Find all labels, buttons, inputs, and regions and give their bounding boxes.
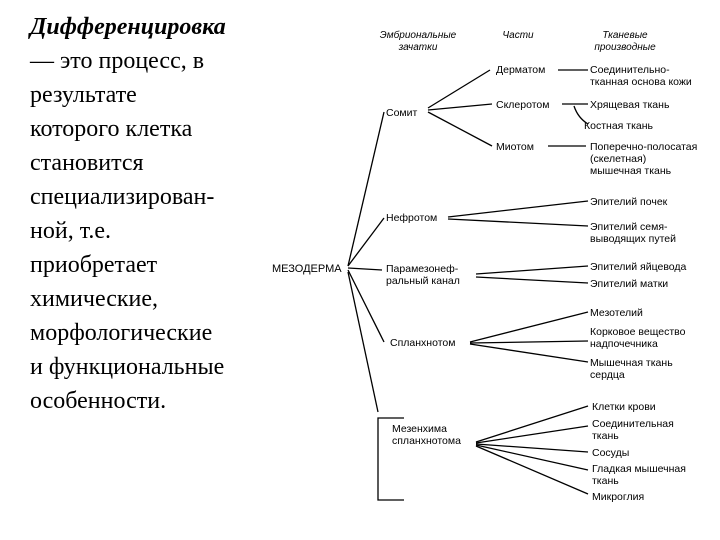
node-paramesonephric-duct: Парамезонеф- (386, 263, 459, 275)
edge-nephrotome-kidney (447, 200, 589, 218)
derivative-adrenal-cortex: надпочечника (590, 338, 658, 350)
header-tissue-derivatives: производные (594, 42, 656, 53)
edge-mesoderm-somite (347, 111, 385, 267)
edge-paramesonephric-uterus (475, 276, 589, 284)
definition-term: Дифференцировка (30, 14, 226, 40)
edge-splanchnotome-heart (469, 343, 589, 363)
node-paramesonephric-duct: ральный канал (386, 275, 460, 287)
definition-text: Дифференцировка — это процесс, в результ… (30, 10, 292, 418)
definition-line: результате (30, 82, 137, 108)
derivative-connective-tissue: Соединительная (592, 418, 674, 430)
definition-line: которого клетка (30, 116, 193, 142)
derivative-vessels: Сосуды (592, 447, 629, 459)
node-splanchnotome: Спланхнотом (390, 337, 455, 349)
node-sclerotome: Склеротом (496, 99, 549, 111)
edge-mesoderm-paramesonephric (347, 267, 383, 271)
edge-nephrotome-ducts (447, 218, 589, 227)
derivative-cartilage: Хрящевая ткань (590, 99, 670, 111)
definition-line: специализирован- (30, 184, 215, 210)
derivative-kidney-epithelium: Эпителий почек (590, 196, 668, 208)
edge-mesenchyme-connective (475, 425, 589, 444)
edge-splanchnotome-mesothelium (469, 311, 589, 343)
definition-line: и функциональные (30, 354, 225, 380)
header-parts: Части (502, 30, 534, 41)
node-mesoderm: МЕЗОДЕРМА (272, 263, 342, 275)
edge-mesoderm-nephrotome (347, 217, 385, 267)
derivative-seminal-duct-epithelium: выводящих путей (590, 233, 676, 245)
derivative-cardiac-muscle: Мышечная ткань (590, 357, 673, 369)
edge-somite-myotome (427, 111, 493, 147)
derivative-dermis: тканная основа кожи (590, 76, 692, 88)
definition-line: ной, т.е. (30, 218, 112, 244)
header-embryonic-rudiments: зачатки (398, 42, 438, 53)
definition-line: приобретает (30, 252, 158, 278)
edge-mesoderm-splanchnotome (347, 269, 385, 343)
edge-mesenchyme-blood (475, 405, 589, 443)
edge-mesoderm-mesenchyme (347, 271, 379, 413)
derivative-skeletal-muscle: (скелетная) (590, 153, 646, 165)
definition-line: морфологические (30, 320, 213, 346)
derivative-uterus-epithelium: Эпителий матки (590, 278, 668, 290)
derivative-adrenal-cortex: Корковое вещество (590, 326, 686, 338)
derivative-microglia: Микроглия (592, 491, 644, 503)
definition-line: становится (30, 150, 144, 176)
definition-line: химические, (30, 286, 159, 312)
derivative-oviduct-epithelium: Эпителий яйцевода (590, 261, 687, 273)
edge-somite-dermatome (427, 69, 491, 109)
derivative-mesothelium: Мезотелий (590, 307, 643, 319)
edge-sclerotome-bone (573, 105, 589, 125)
node-mesenchyme: спланхнотома (392, 435, 461, 447)
derivative-connective-tissue: ткань (592, 430, 619, 442)
derivative-blood-cells: Клетки крови (592, 401, 656, 413)
bracket-mesenchyme (377, 417, 404, 501)
node-myotome: Миотом (496, 141, 534, 153)
derivative-smooth-muscle: ткань (592, 475, 619, 487)
derivative-skeletal-muscle: мышечная ткань (590, 165, 672, 177)
header-embryonic-rudiments: Эмбриональные (380, 29, 457, 41)
edge-mesenchyme-microglia (475, 445, 589, 495)
edge-mesenchyme-vessels (475, 443, 589, 453)
node-nephrotome: Нефротом (386, 212, 437, 224)
node-dermatome: Дерматом (496, 64, 545, 76)
derivative-bone: Костная ткань (584, 120, 654, 132)
definition-line: — это процесс, в (30, 48, 205, 74)
node-somite: Сомит (386, 107, 418, 119)
derivative-seminal-duct-epithelium: Эпителий семя- (590, 221, 668, 233)
derivative-dermis: Соединительно- (590, 64, 670, 76)
edge-mesenchyme-smooth-muscle (475, 444, 589, 471)
edge-paramesonephric-oviduct (475, 265, 589, 275)
edge-somite-sclerotome (427, 103, 493, 111)
derivative-smooth-muscle: Гладкая мышечная (592, 463, 686, 475)
node-mesenchyme: Мезенхима (392, 423, 447, 435)
edge-splanchnotome-adrenal (469, 340, 589, 344)
header-tissue-derivatives: Тканевые (602, 30, 648, 41)
derivative-skeletal-muscle: Поперечно-полосатая (590, 141, 697, 153)
derivative-cardiac-muscle: сердца (590, 369, 625, 381)
definition-line: особенности. (30, 388, 167, 414)
